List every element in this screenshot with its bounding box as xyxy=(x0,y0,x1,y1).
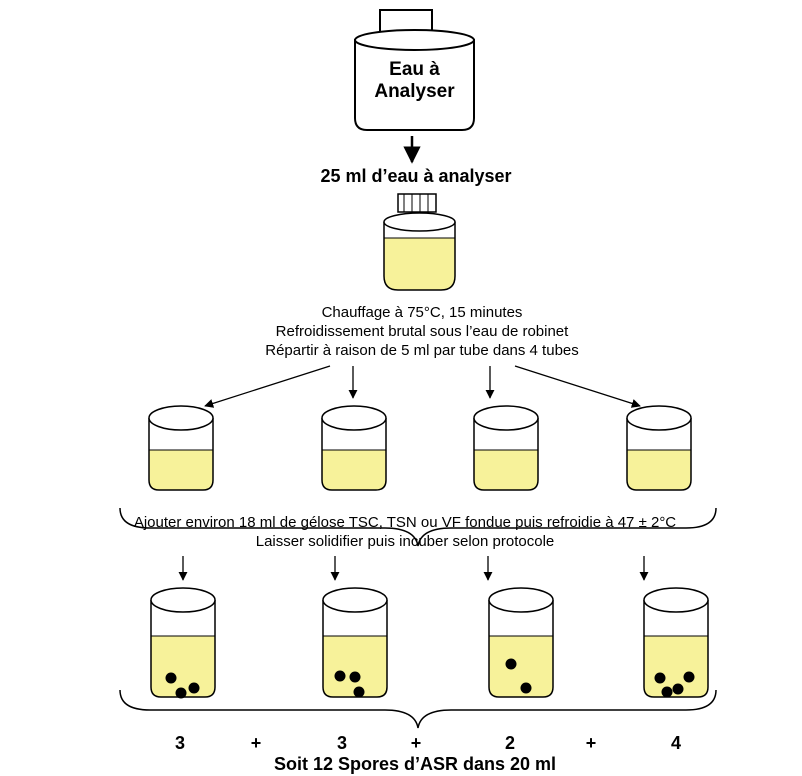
tube-1 xyxy=(148,405,214,491)
spore-colony xyxy=(661,686,673,698)
spore-colony xyxy=(683,671,695,683)
spore-colony xyxy=(165,672,177,684)
plus-3: + xyxy=(585,733,597,753)
tubes-row-2 xyxy=(150,587,709,699)
tubes-row-1 xyxy=(148,405,692,491)
spore-colony xyxy=(654,672,666,684)
spore-colony xyxy=(353,686,365,698)
step-distribute: Répartir à raison de 5 ml par tube dans … xyxy=(265,342,579,359)
spore-colony xyxy=(188,682,200,694)
tube-2-liquid xyxy=(322,450,386,490)
brace-1 xyxy=(119,507,717,547)
tube-4-liquid xyxy=(627,450,691,490)
agar-tube-2 xyxy=(322,587,388,698)
count-tube-2: 3 xyxy=(336,733,347,753)
agar-tube-1-liquid xyxy=(151,636,215,697)
tube-1-liquid xyxy=(149,450,213,490)
tube-3 xyxy=(473,405,539,491)
sample-volume-label: 25 ml d’eau à analyser xyxy=(320,166,512,186)
spore-colony xyxy=(175,687,187,699)
bottle-label-line1: Eau à xyxy=(389,59,440,80)
spore-colony xyxy=(672,683,684,695)
step-cooling: Refroidissement brutal sous l’eau de rob… xyxy=(275,323,569,340)
agar-tube-1 xyxy=(150,587,216,699)
count-tube-3: 2 xyxy=(504,733,515,753)
step-add-agar: Ajouter environ 18 ml de gélose TSC, TSN… xyxy=(133,514,677,531)
count-tube-1: 3 xyxy=(174,733,185,753)
incubation-arrows xyxy=(178,556,649,581)
spore-colony xyxy=(334,670,346,682)
step-heating: Chauffage à 75°C, 15 minutes xyxy=(321,304,523,321)
tube-4 xyxy=(626,405,692,491)
agar-tube-4 xyxy=(643,587,709,698)
tube-2 xyxy=(321,405,387,491)
water-bottle xyxy=(354,9,475,131)
sample-bottle xyxy=(383,193,456,291)
spore-colony xyxy=(520,682,532,694)
distribution-arrows xyxy=(204,365,641,408)
agar-tube-3-liquid xyxy=(489,636,553,697)
agar-tube-3 xyxy=(488,587,554,698)
agar-tube-2-liquid xyxy=(323,636,387,697)
brace-2 xyxy=(119,689,717,729)
count-tube-4: 4 xyxy=(670,733,681,753)
tube-3-liquid xyxy=(474,450,538,490)
spore-colony xyxy=(349,671,361,683)
result-summary: Soit 12 Spores d’ASR dans 20 ml xyxy=(273,754,557,774)
sample-liquid xyxy=(384,238,455,290)
plus-2: + xyxy=(410,733,422,753)
step-incubate: Laisser solidifier puis incuber selon pr… xyxy=(255,533,555,550)
plus-1: + xyxy=(250,733,262,753)
spore-colony xyxy=(505,658,517,670)
bottle-label-line2: Analyser xyxy=(374,81,455,102)
